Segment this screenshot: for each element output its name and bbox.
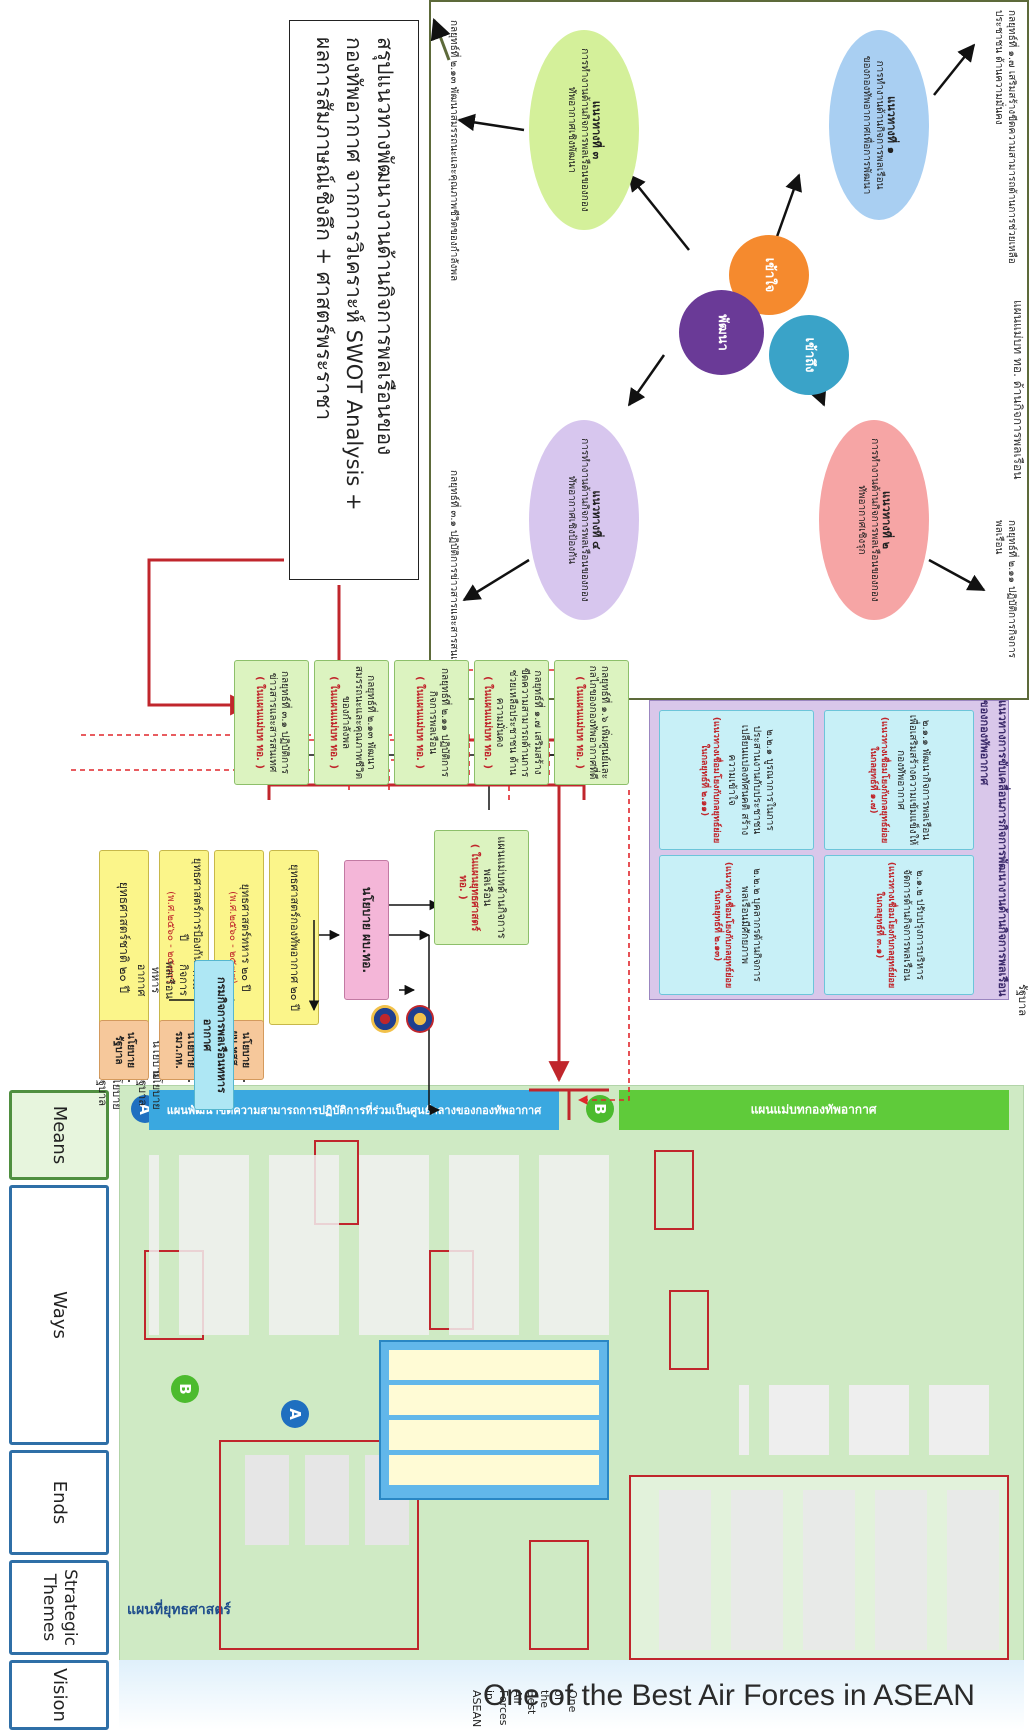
cluster-3-note: ( ในแผนแม่บท ทอ. ) — [414, 676, 426, 769]
cluster-2-note: ( ในแผนแม่บท ทอ. ) — [481, 676, 493, 769]
guideline-3: ๒.๒.๑ บูรณาการในการประสานงานกับประชาชน เ… — [659, 710, 814, 850]
cluster-1-note: ( ในแผนแม่บท ทอ. ) — [574, 676, 586, 769]
cluster-2-title: กลยุทธ์ที่ ๑.๗ เสริมสร้างขีดความสามารถด้… — [494, 667, 543, 778]
purple-title-wrap: แนวทางการขับเคลื่อนภารกิจการพัฒนางานด้าน… — [978, 700, 1009, 1000]
guideline-4-link: (แนวทางเชื่อมโยงกับกลยุทธ์ย่อย ในกลยุทธ์… — [712, 861, 734, 989]
guideline-1: ๒.๑.๑ พัฒนากิจการพลเรือนเพื่อเสริมสร้างค… — [824, 710, 974, 850]
cluster-1-title: กลยุทธ์ที่ ๑.๖ เพิ่มศูนย์และกลไกของกองทั… — [586, 665, 611, 780]
guideline-1-text: ๒.๑.๑ พัฒนากิจการพลเรือนเพื่อเสริมสร้างค… — [895, 714, 931, 846]
commander-policy: นโยบาย ผบ.ทอ. — [344, 860, 389, 1000]
defense-emblem-icon — [371, 1005, 399, 1033]
air-force-emblem-icon — [406, 1005, 434, 1033]
guideline-4-text: ๒.๒.๒ บุคลากรด้านกิจการพลเรือนมีศักยภาพ — [738, 868, 763, 982]
cluster-3-title: กลยุทธ์ที่ ๒.๑๑ ปฏิบัติการกิจการพลเรือน — [426, 667, 451, 778]
civil-master-plan-note: ( ในแผนยุทธศาสตร์ ทอ. ) — [456, 843, 481, 932]
guideline-2-text: ๒.๑.๒ ปรับปรุงการบริหารจัดการด้านกิจการพ… — [901, 869, 925, 981]
cluster-4-title: กลยุทธ์ที่ ๒.๑๓ พัฒนาสมรรถนะและคุณภาพชีว… — [340, 665, 377, 780]
cluster-box-1: กลยุทธ์ที่ ๑.๖ เพิ่มศูนย์และกลไกของกองทั… — [554, 660, 629, 785]
cluster-box-2: กลยุทธ์ที่ ๑.๗ เสริมสร้างขีดความสามารถด้… — [474, 660, 549, 785]
cluster-4-note: ( ในแผนแม่บท ทอ. ) — [328, 676, 339, 769]
cluster-box-4: กลยุทธ์ที่ ๒.๑๓ พัฒนาสมรรถนะและคุณภาพชีว… — [314, 660, 389, 785]
guideline-3-text: ๒.๒.๑ บูรณาการในการประสานงานกับประชาชน เ… — [726, 724, 775, 836]
guideline-4: ๒.๒.๒ บุคลากรด้านกิจการพลเรือนมีศักยภาพ … — [659, 855, 814, 995]
guideline-1-link: (แนวทางเชื่อมโยงกับกลยุทธ์ย่อย ในกลยุทธ์… — [868, 716, 890, 844]
purple-title: แนวทางการขับเคลื่อนภารกิจการพัฒนางานด้าน… — [978, 700, 1009, 997]
guideline-2-link: (แนวทางเชื่อมโยงกับกลยุทธ์ย่อย ในกลยุทธ์… — [874, 861, 896, 989]
civil-master-plan-title: แผนแม่บทด้านกิจการพลเรือน — [481, 836, 508, 939]
cluster-5-note: ( ในแผนแม่บท ทอ. ) — [254, 676, 266, 769]
guideline-3-link: (แนวทางเชื่อมโยงกับกลยุทธ์ย่อย ในกลยุทธ์… — [699, 716, 721, 844]
cluster-5-title: กลยุทธ์ที่ ๓.๑ ปฏิบัติการข่าวสารและสารสน… — [266, 671, 291, 774]
cluster-box-5: กลยุทธ์ที่ ๓.๑ ปฏิบัติการข่าวสารและสารสน… — [234, 660, 309, 785]
cluster-box-3: กลยุทธ์ที่ ๒.๑๑ ปฏิบัติการกิจการพลเรือน … — [394, 660, 469, 785]
civil-affairs-dept-card: กรมกิจการพลเรือนทหารอากาศ — [194, 960, 234, 1110]
guideline-2: ๒.๑.๒ ปรับปรุงการบริหารจัดการด้านกิจการพ… — [824, 855, 974, 995]
policy-government-visual: นโยบายรัฐบาล — [99, 1020, 149, 1080]
civil-master-plan: แผนแม่บทด้านกิจการพลเรือน ( ในแผนยุทธศาส… — [434, 830, 529, 945]
